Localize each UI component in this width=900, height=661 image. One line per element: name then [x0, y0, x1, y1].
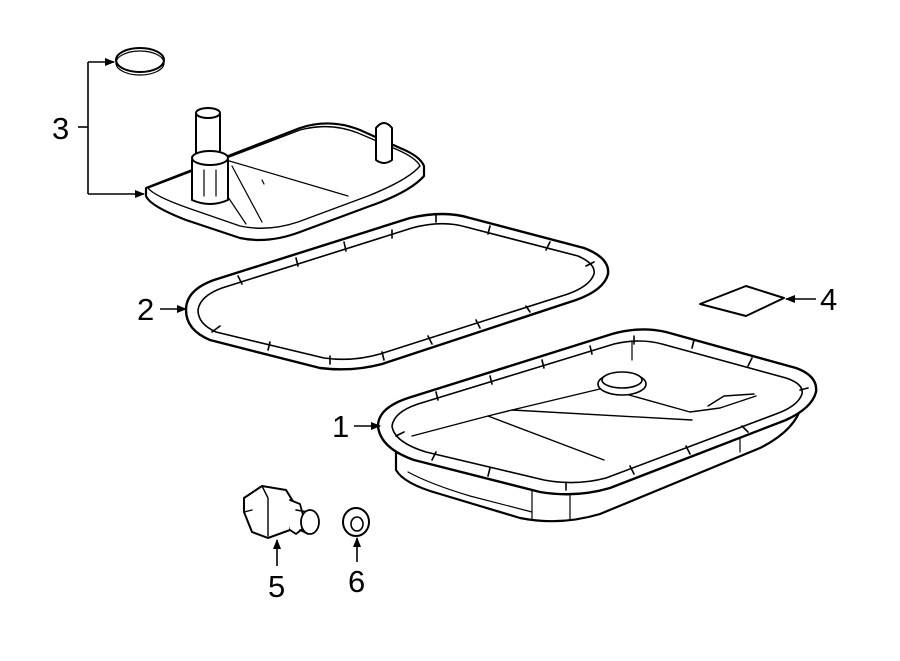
sealing-washer — [342, 507, 370, 537]
magnet — [699, 285, 785, 317]
callout-6: 6 — [348, 564, 365, 599]
callout-5: 5 — [268, 569, 285, 604]
filter-seal — [115, 47, 165, 76]
transmission-filter — [144, 107, 426, 242]
callout-3: 3 — [52, 111, 69, 146]
callout-2: 2 — [137, 292, 154, 327]
leader-lines — [78, 58, 816, 566]
callout-1: 1 — [332, 409, 349, 444]
pan-gasket — [184, 212, 610, 371]
callout-4: 4 — [820, 282, 837, 317]
oil-pan — [376, 328, 818, 523]
drain-plug — [243, 485, 320, 539]
